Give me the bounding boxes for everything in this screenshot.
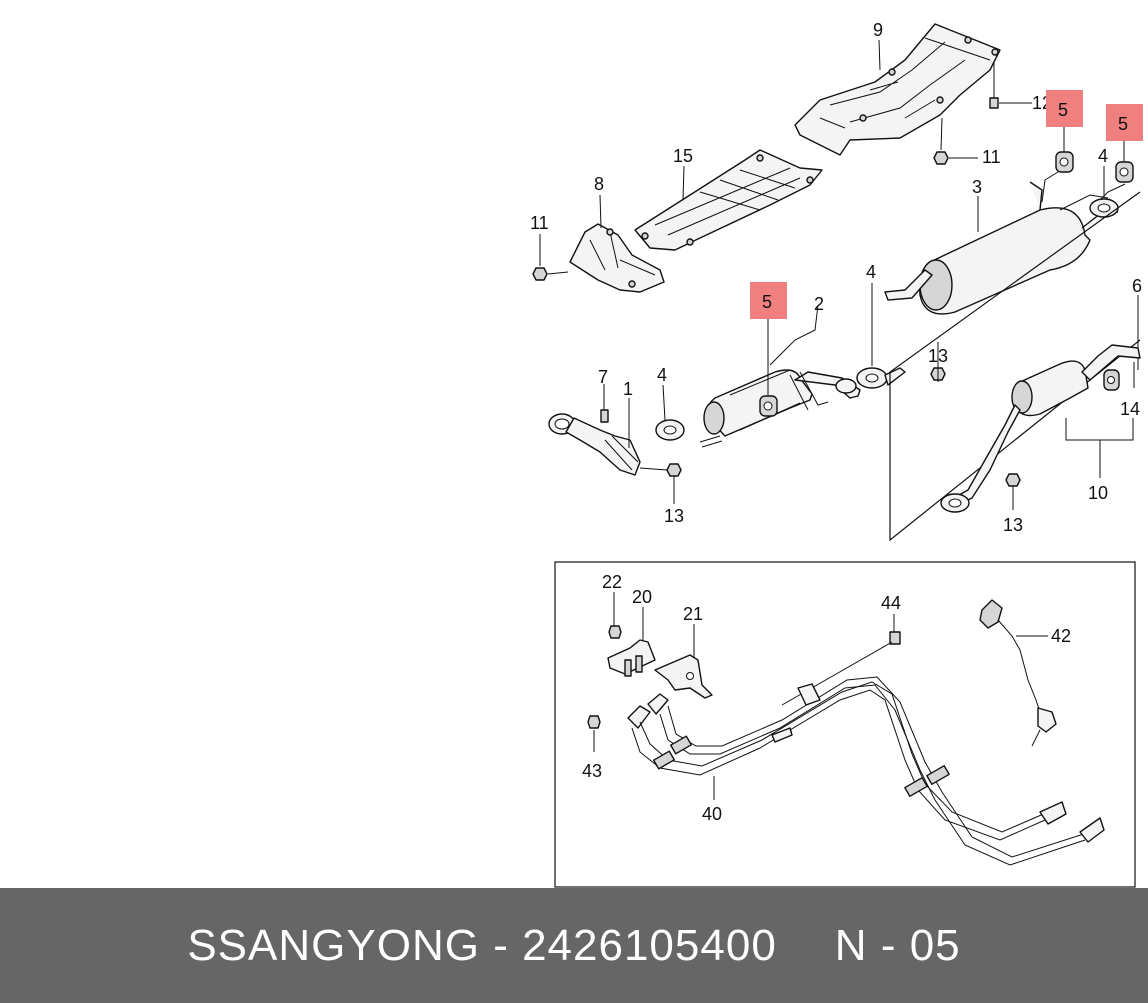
main-muffler-3 [884, 181, 1119, 315]
callout-4b: 4 [866, 262, 876, 282]
callout-15: 15 [673, 146, 693, 166]
callout-22: 22 [602, 572, 622, 592]
nut-13-upper [930, 342, 946, 382]
bolt-7 [600, 409, 609, 423]
callout-14: 14 [1120, 399, 1140, 419]
caption-bar: SSANGYONG - 2426105400 N - 05 [0, 888, 1148, 1003]
gasket-4b [856, 367, 888, 389]
heat-shield-15 [634, 149, 823, 251]
nut-13-lower-right [1005, 473, 1021, 510]
callout-4a: 4 [1098, 146, 1108, 166]
bolt-43 [587, 715, 601, 752]
sensor-pipes-40 [627, 676, 1105, 866]
callout-11b: 11 [530, 213, 549, 233]
heat-shield-8 [569, 223, 665, 293]
callout-8: 8 [594, 174, 604, 194]
callout-7: 7 [598, 367, 608, 387]
nut-13-lower-left [639, 463, 682, 504]
ref-letter: N [834, 920, 868, 970]
caption-text: SSANGYONG - 2426105400 N - 05 [187, 921, 960, 971]
callout-6: 6 [1132, 276, 1142, 296]
callout-2: 2 [814, 294, 824, 314]
pressure-sensor-20 [607, 639, 656, 677]
callout-10: 10 [1088, 483, 1108, 503]
callout-5b: 5 [1118, 114, 1128, 134]
brand-name: SSANGYONG [187, 920, 480, 970]
sensor-bracket-21 [654, 654, 713, 699]
front-pipe-1 [548, 413, 641, 476]
ref-number: 05 [909, 920, 961, 970]
rubber-hanger-5b [1115, 161, 1134, 183]
bolt-22 [608, 625, 622, 639]
rubber-hanger-6 [1103, 369, 1120, 391]
callout-43: 43 [582, 761, 602, 781]
bolt-44 [889, 614, 901, 645]
catalytic-pipe-2 [699, 369, 861, 448]
callout-11a: 11 [982, 147, 1001, 167]
rear-muffler-10 [940, 344, 1141, 513]
callout-21: 21 [683, 604, 703, 624]
callout-9: 9 [873, 20, 883, 40]
callout-3: 3 [972, 177, 982, 197]
frame-rear-assembly [889, 191, 1141, 542]
callout-13c: 13 [1003, 515, 1023, 535]
nut-11-left [532, 234, 569, 281]
nut-11-upper [933, 117, 978, 165]
heat-shield-9 [794, 23, 1001, 156]
temperature-sensor-42 [979, 599, 1057, 747]
callout-1: 1 [623, 379, 633, 399]
caption-dash: - [493, 920, 509, 970]
rubber-hanger-5c [759, 395, 778, 417]
callout-20: 20 [632, 587, 652, 607]
caption-dash-2: - [880, 920, 897, 970]
gasket-4a [1089, 198, 1119, 218]
gasket-4c [655, 419, 685, 441]
callout-42: 42 [1051, 626, 1071, 646]
exhaust-parts-diagram: 9 1 2 11 5 5 15 8 [530, 20, 1143, 888]
bolt-12 [989, 62, 1032, 109]
callout-40: 40 [702, 804, 722, 824]
highlight-5a [1046, 90, 1083, 127]
part-number: 2426105400 [522, 920, 777, 970]
highlight-5c [750, 282, 787, 319]
callout-44: 44 [881, 593, 901, 613]
callout-13b: 13 [664, 506, 684, 526]
rubber-hanger-5a [1055, 151, 1074, 173]
frame-sensor-assembly [554, 561, 1136, 888]
callout-4c: 4 [657, 365, 667, 385]
callout-5a: 5 [1058, 100, 1068, 120]
callout-13a: 13 [928, 346, 948, 366]
callout-5c: 5 [762, 292, 772, 312]
highlight-5b [1106, 104, 1143, 141]
